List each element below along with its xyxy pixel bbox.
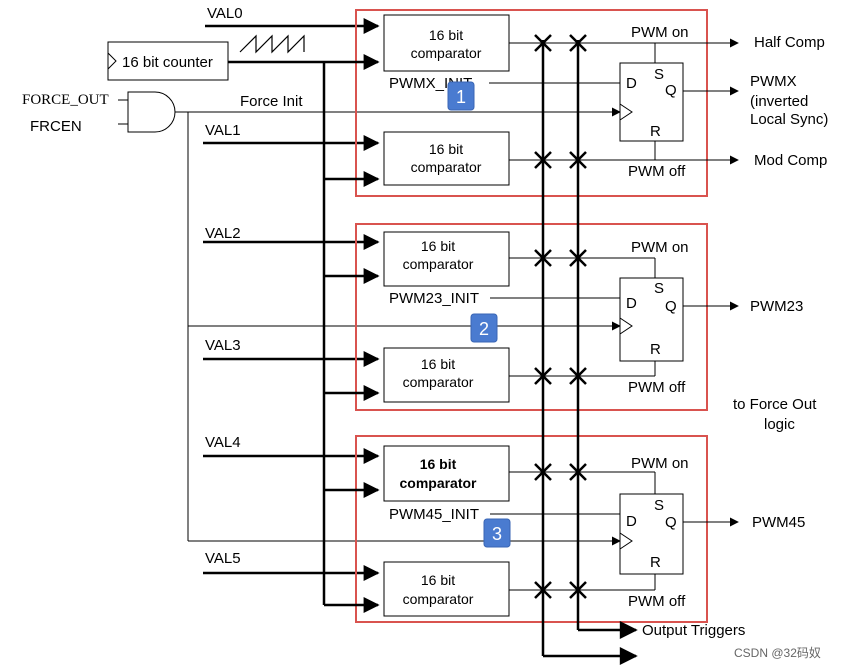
comparator-1b bbox=[383, 131, 510, 186]
crossing-x-icon bbox=[534, 463, 552, 481]
output-trigger-buses: Output Triggers bbox=[541, 40, 745, 665]
ff3-clock-icon bbox=[619, 532, 633, 550]
badge-1 bbox=[447, 81, 475, 111]
comparator-3b-line2: comparator bbox=[403, 591, 474, 607]
ff1-clock-icon bbox=[619, 103, 633, 121]
comparator-2a bbox=[383, 231, 510, 287]
flipflop-2 bbox=[619, 277, 684, 362]
ff2-d: D bbox=[626, 295, 637, 312]
crossing-x-icon bbox=[534, 151, 552, 169]
comparator-1a-line1: 16 bit bbox=[429, 27, 463, 43]
badge-2-text: 2 bbox=[479, 319, 489, 339]
output-triggers-label: Output Triggers bbox=[642, 622, 745, 639]
comparator-1b-line2: comparator bbox=[411, 159, 482, 175]
comparator-1b-line1: 16 bit bbox=[429, 141, 463, 157]
comparator-1a-line2: comparator bbox=[411, 45, 482, 61]
ff2-q: Q bbox=[665, 298, 677, 315]
half-comp-label: Half Comp bbox=[754, 34, 825, 51]
group-2-box bbox=[355, 223, 708, 411]
comparator-2b bbox=[383, 347, 510, 403]
pwm45-init-label: PWM45_INIT bbox=[389, 506, 479, 523]
val3-label: VAL3 bbox=[205, 337, 241, 354]
badge-2 bbox=[470, 313, 498, 343]
crossing-x-icon bbox=[534, 249, 552, 267]
force-out-label: FORCE_OUT bbox=[22, 92, 109, 108]
trigger-crossings bbox=[534, 34, 587, 599]
comparator-3a-line2: comparator bbox=[399, 475, 477, 491]
val5-label: VAL5 bbox=[205, 550, 241, 567]
comparator-3a-line1: 16 bit bbox=[420, 456, 457, 472]
crossing-x-icon bbox=[534, 367, 552, 385]
pwmx-label-3: Local Sync) bbox=[750, 111, 828, 128]
pwm23-label: PWM23 bbox=[750, 298, 803, 315]
comparator-2b-line1: 16 bit bbox=[421, 356, 455, 372]
crossing-x-icon bbox=[534, 581, 552, 599]
group-1-box bbox=[355, 9, 708, 197]
side-note-line1: to Force Out bbox=[733, 396, 817, 413]
crossing-x-icon bbox=[569, 151, 587, 169]
ff1-s: S bbox=[654, 66, 664, 83]
sawtooth-icon bbox=[239, 34, 305, 54]
ff2-r: R bbox=[650, 341, 661, 358]
comparator-3b-line1: 16 bit bbox=[421, 572, 455, 588]
pwm-group-2: 16 bit comparator PWM on PWM23_INIT S D … bbox=[324, 223, 803, 411]
pwmx-label-1: PWMX bbox=[750, 73, 797, 90]
counter-clock-icon bbox=[107, 52, 117, 70]
val0-label: VAL0 bbox=[207, 5, 243, 22]
watermark: CSDN @32码奴 bbox=[734, 646, 821, 660]
ff2-clock-icon bbox=[619, 317, 633, 335]
pwm-off-label-3: PWM off bbox=[628, 593, 686, 610]
val1-label: VAL1 bbox=[205, 122, 241, 139]
crossing-x-icon bbox=[534, 34, 552, 52]
ff2-s: S bbox=[654, 280, 664, 297]
group-3-box bbox=[355, 435, 708, 623]
comparator-3b bbox=[383, 561, 510, 617]
crossing-x-icon bbox=[569, 249, 587, 267]
pwm-on-label-1: PWM on bbox=[631, 24, 689, 41]
ff1-r: R bbox=[650, 123, 661, 140]
val4-label: VAL4 bbox=[205, 434, 241, 451]
comparator-3a bbox=[383, 445, 510, 502]
frcen-label: FRCEN bbox=[30, 118, 82, 135]
crossing-x-icon bbox=[569, 367, 587, 385]
force-init-label: Force Init bbox=[240, 93, 303, 110]
flipflop-3 bbox=[619, 493, 684, 575]
pwm-group-1: 16 bit comparator PWM on Half Comp PWMX_… bbox=[324, 9, 828, 197]
ff3-r: R bbox=[650, 554, 661, 571]
badge-3-text: 3 bbox=[492, 524, 502, 544]
counter-label: 16 bit counter bbox=[122, 54, 213, 71]
counter-section: VAL0 16 bit counter FORCE_OUT FRCEN Forc… bbox=[22, 5, 621, 605]
pwm-group-3: 16 bit comparator PWM on PWM45_INIT S D … bbox=[324, 435, 805, 623]
ff3-q: Q bbox=[665, 514, 677, 531]
comparator-2b-line2: comparator bbox=[403, 374, 474, 390]
crossing-x-icon bbox=[569, 581, 587, 599]
comparator-2a-line1: 16 bit bbox=[421, 238, 455, 254]
badge-3 bbox=[483, 518, 511, 548]
ff3-s: S bbox=[654, 497, 664, 514]
and-gate bbox=[127, 91, 176, 133]
comparator-1a bbox=[383, 14, 510, 72]
pwm45-label: PWM45 bbox=[752, 514, 805, 531]
ff3-d: D bbox=[626, 513, 637, 530]
mod-comp-label: Mod Comp bbox=[754, 152, 827, 169]
crossing-x-icon bbox=[569, 463, 587, 481]
pwm-on-label-2: PWM on bbox=[631, 239, 689, 256]
comparator-2a-line2: comparator bbox=[403, 256, 474, 272]
badge-1-text: 1 bbox=[456, 87, 466, 107]
pwm23-init-label: PWM23_INIT bbox=[389, 290, 479, 307]
val2-label: VAL2 bbox=[205, 225, 241, 242]
crossing-x-icon bbox=[569, 34, 587, 52]
pwm-off-label-1: PWM off bbox=[628, 163, 686, 180]
pwmx-label-2: (inverted bbox=[750, 93, 808, 110]
pwm-off-label-2: PWM off bbox=[628, 379, 686, 396]
side-note-line2: logic bbox=[764, 416, 795, 433]
ff1-q: Q bbox=[665, 82, 677, 99]
flipflop-1 bbox=[619, 62, 684, 142]
ff1-d: D bbox=[626, 75, 637, 92]
pwm-on-label-3: PWM on bbox=[631, 455, 689, 472]
